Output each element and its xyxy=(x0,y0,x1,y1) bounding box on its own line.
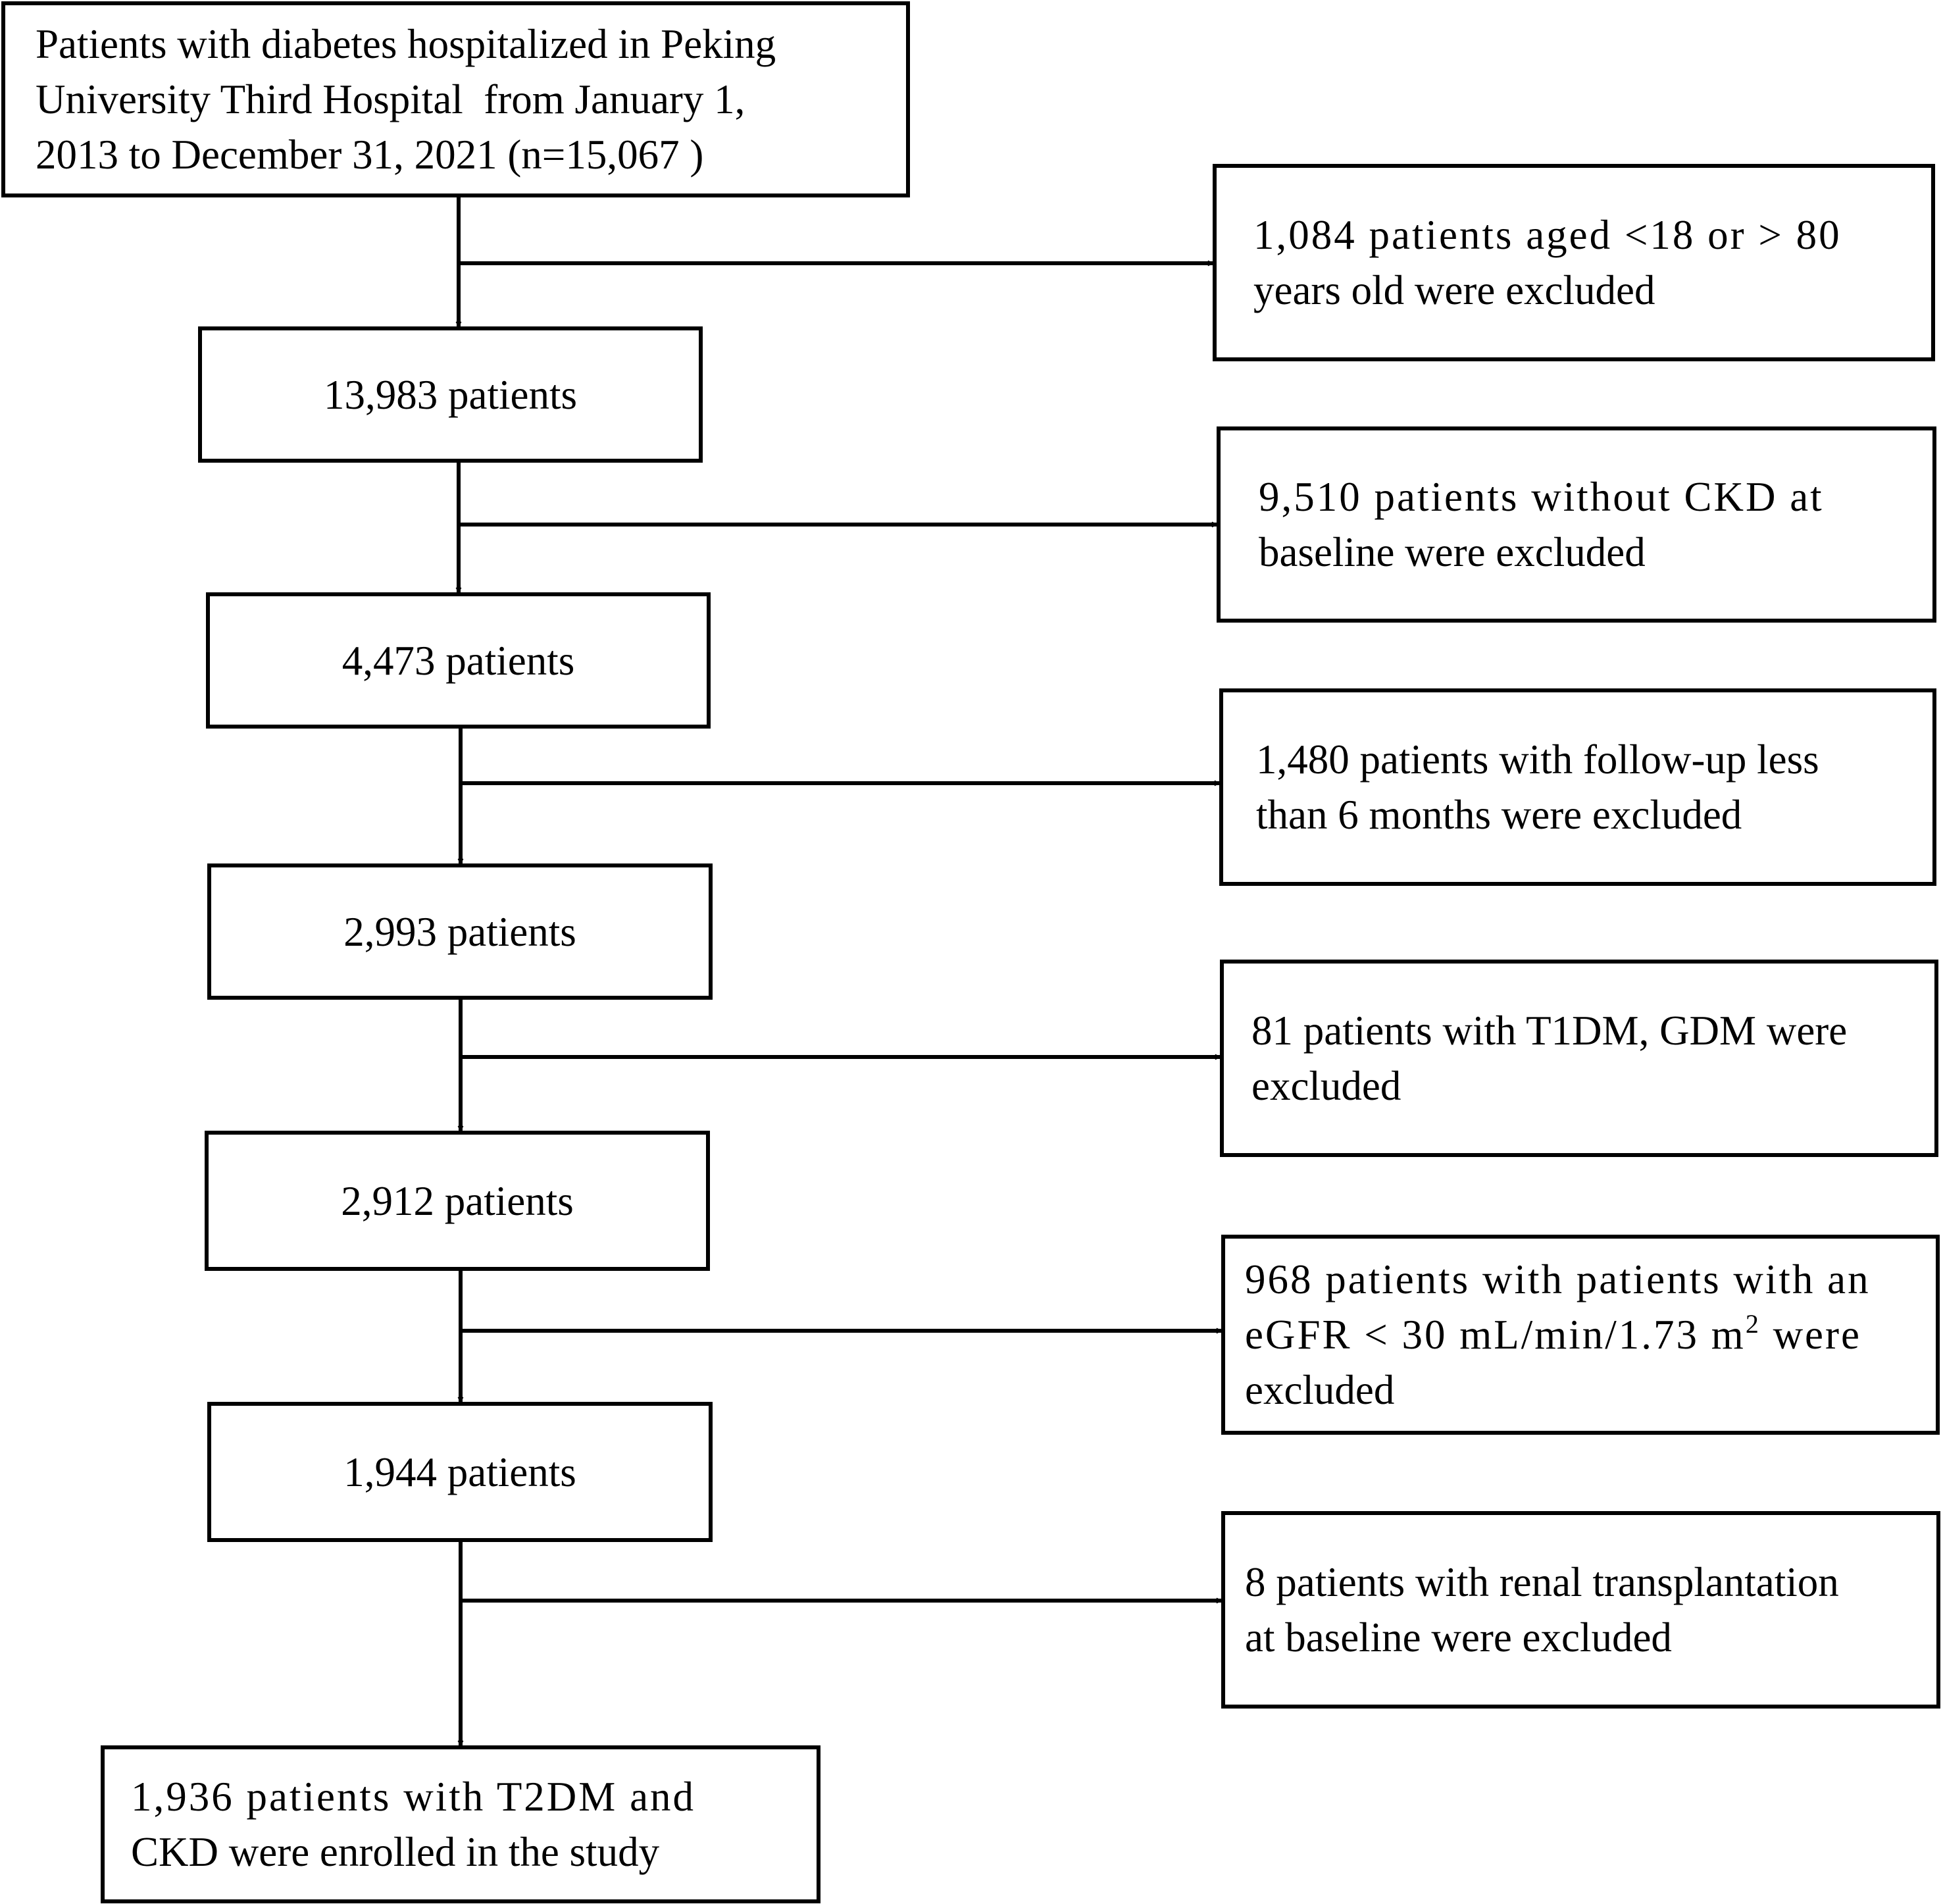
step-label-4: 2,912 patients xyxy=(341,1177,574,1224)
exclusion-5-line-2-text: eGFR < 30 mL/min/1.73 m xyxy=(1245,1312,1746,1358)
exclusion-5-line-1: 968 patients with patients with an xyxy=(1245,1256,1871,1302)
step-box-2: 4,473 patients xyxy=(206,592,711,729)
exclusion-6-line-1: 8 patients with renal transplantation xyxy=(1245,1559,1839,1605)
step-box-5: 1,944 patients xyxy=(207,1402,713,1542)
exclusion-box-2: 9,510 patients without CKD at baseline w… xyxy=(1217,426,1936,623)
final-box: 1,936 patients with T2DM and CKD were en… xyxy=(101,1745,820,1903)
step-box-4: 2,912 patients xyxy=(205,1131,710,1271)
start-line-3: 2013 to December 31, 2021 (n=15,067 ) xyxy=(36,132,704,178)
exclusion-2-line-1: 9,510 patients without CKD at xyxy=(1259,474,1824,520)
start-box: Patients with diabetes hospitalized in P… xyxy=(1,1,910,197)
superscript-2: 2 xyxy=(1745,1309,1761,1339)
exclusion-4-line-1: 81 patients with T1DM, GDM were xyxy=(1251,1008,1848,1054)
step-label-2: 4,473 patients xyxy=(341,637,575,684)
exclusion-2-line-2: baseline were excluded xyxy=(1259,529,1646,575)
exclusion-3-line-2: than 6 months were excluded xyxy=(1256,792,1742,838)
exclusion-3-line-1: 1,480 patients with follow-up less xyxy=(1256,736,1819,783)
exclusion-box-1: 1,084 patients aged <18 or > 80 years ol… xyxy=(1213,164,1935,361)
exclusion-box-6: 8 patients with renal transplantation at… xyxy=(1221,1511,1940,1709)
exclusion-box-3: 1,480 patients with follow-up less than … xyxy=(1219,688,1936,886)
exclusion-4-line-2: excluded xyxy=(1251,1063,1401,1109)
exclusion-6-line-2: at baseline were excluded xyxy=(1245,1614,1672,1660)
exclusion-5-line-3: excluded xyxy=(1245,1367,1395,1413)
step-box-1: 13,983 patients xyxy=(198,326,703,463)
step-box-3: 2,993 patients xyxy=(207,863,713,1000)
final-line-2: CKD were enrolled in the study xyxy=(131,1829,660,1875)
start-line-2: University Third Hospital from January 1… xyxy=(36,76,745,122)
step-label-5: 1,944 patients xyxy=(343,1449,576,1495)
exclusion-5-line-2: eGFR < 30 mL/min/1.73 m2 were xyxy=(1245,1307,1861,1362)
start-line-1: Patients with diabetes hospitalized in P… xyxy=(36,21,776,67)
exclusion-1-line-2: years old were excluded xyxy=(1253,267,1655,313)
step-label-3: 2,993 patients xyxy=(343,908,576,955)
exclusion-box-4: 81 patients with T1DM, GDM were excluded xyxy=(1220,960,1938,1157)
exclusion-1-line-1: 1,084 patients aged <18 or > 80 xyxy=(1253,212,1842,258)
exclusion-box-5: 968 patients with patients with an eGFR … xyxy=(1221,1235,1940,1435)
final-line-1: 1,936 patients with T2DM and xyxy=(131,1774,696,1820)
step-label-1: 13,983 patients xyxy=(324,371,577,418)
exclusion-5-line-2-end: were xyxy=(1760,1312,1861,1358)
